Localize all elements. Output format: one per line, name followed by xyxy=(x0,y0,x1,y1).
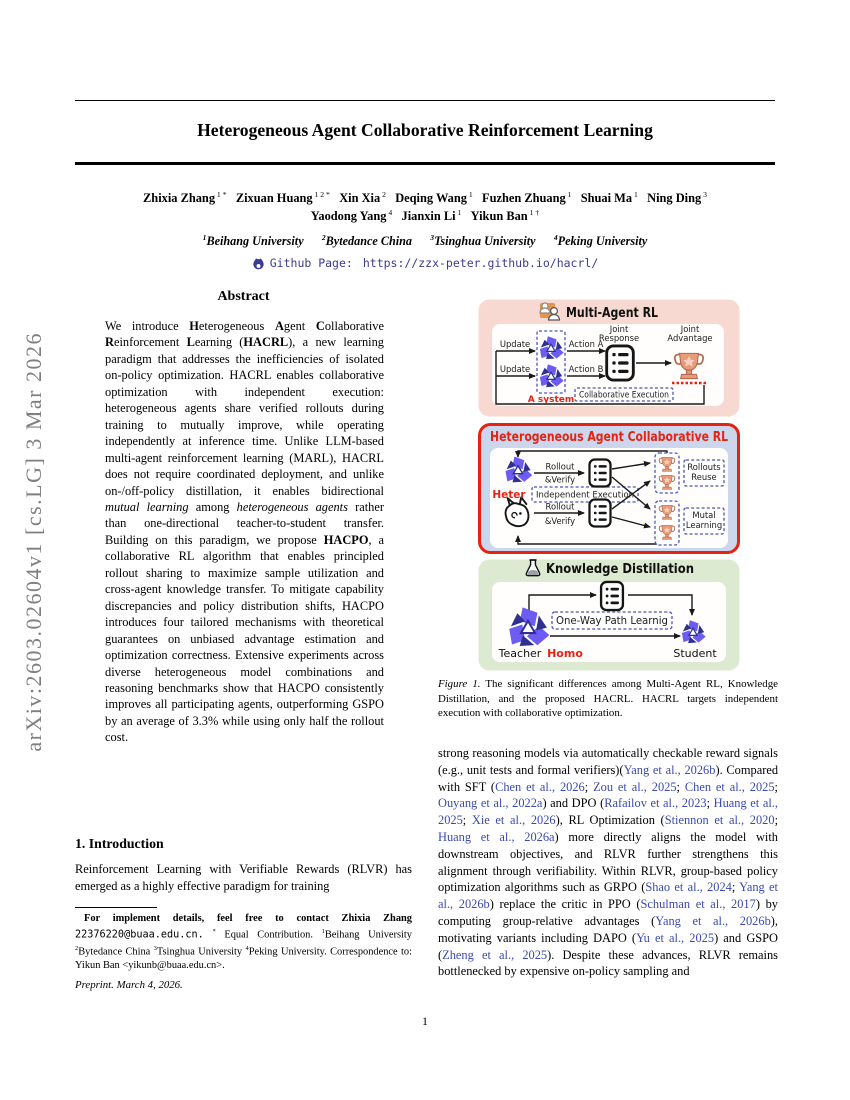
label-one-way-path: One-Way Path Learnig xyxy=(556,615,668,627)
label-heter: Heter xyxy=(492,489,526,501)
citation-link[interactable]: Chen et al., 2025 xyxy=(684,779,775,794)
label-student: Student xyxy=(673,647,717,660)
citation-link[interactable]: Shao et al., 2024 xyxy=(645,880,732,895)
label-joint-advantage: Joint xyxy=(679,324,699,334)
label-rollout-verify-2: Rollout xyxy=(545,502,575,512)
label-update-2: Update xyxy=(499,364,529,374)
github-link[interactable]: https://zzx-peter.github.io/hacrl/ xyxy=(362,256,599,270)
panel-hacrl: Heterogeneous Agent Collaborative RL Rol… xyxy=(477,423,740,554)
label-rollouts-reuse: Rollouts xyxy=(687,462,720,472)
affiliations: 1Beihang University 2Bytedance China 3Ts… xyxy=(202,233,648,249)
citation-link[interactable]: Yang et al., 2026b xyxy=(655,913,771,928)
label-teacher: Teacher xyxy=(497,647,541,660)
citation-link[interactable]: Huang et al., 2025 xyxy=(438,796,778,828)
citation-link[interactable]: Ouyang et al., 2022a xyxy=(438,796,543,811)
label-mutal-learning: Mutal xyxy=(692,510,715,520)
introduction-body: Reinforcement Learning with Verifiable R… xyxy=(75,862,412,893)
page-number: 1 xyxy=(422,1014,428,1028)
footnote: For implement details, feel free to cont… xyxy=(75,913,412,971)
citation-link[interactable]: Yang et al., 2026b xyxy=(623,762,716,777)
preprint-note: Preprint. March 4, 2026. xyxy=(75,979,183,991)
label-action-a: Action A xyxy=(568,339,603,349)
author-line-1: Zhixia Zhang 1 * Zixuan Huang 1 2 * Xin … xyxy=(143,190,707,206)
svg-text:Response: Response xyxy=(598,333,638,343)
panel2-title: Heterogeneous Agent Collaborative RL xyxy=(490,430,728,445)
arxiv-watermark: arXiv:2603.02604v1 [cs.LG] 3 Mar 2026 xyxy=(14,282,54,802)
arxiv-id: arXiv:2603.02604v1 [cs.LG] 3 Mar 2026 xyxy=(21,332,46,752)
right-column-body: strong reasoning models via automaticall… xyxy=(438,746,779,979)
figure-1-caption: Figure 1. The significant differences am… xyxy=(438,678,778,720)
rollout-list-icon xyxy=(587,458,612,488)
label-update-1: Update xyxy=(499,339,529,349)
label-action-b: Action B xyxy=(568,364,603,374)
abstract-body: We introduce Heterogeneous Agent Collabo… xyxy=(105,319,385,745)
label-rollout-verify-1: Rollout xyxy=(545,462,575,472)
label-a-system: A system xyxy=(527,395,573,405)
rollout-list-icon xyxy=(587,498,612,528)
top-rule xyxy=(75,100,775,101)
github-line: Github Page: https://zzx-peter.github.io… xyxy=(75,256,775,270)
svg-text:Learning: Learning xyxy=(685,520,721,530)
left-column: Abstract We introduce Heterogeneous Agen… xyxy=(75,289,412,746)
citation-link[interactable]: Zou et al., 2025 xyxy=(593,779,677,794)
figure-1: Multi-Agent RL Update Update A system Ac… xyxy=(440,299,777,671)
footnote-rule xyxy=(75,907,157,909)
distill-list-icon xyxy=(599,580,624,612)
abstract-heading: Abstract xyxy=(217,289,270,304)
citation-link[interactable]: Schulman et al., 2017 xyxy=(640,897,756,912)
section-heading-introduction: 1. Introduction xyxy=(75,836,164,851)
panel1-title: Multi-Agent RL xyxy=(566,306,658,321)
citation-link[interactable]: Rafailov et al., 2023 xyxy=(604,796,707,811)
panel-knowledge-distillation: Knowledge Distillation One-Way Path Lear… xyxy=(478,559,739,671)
citation-link[interactable]: Xie et al., 2026 xyxy=(471,813,556,828)
svg-text:&Verify: &Verify xyxy=(544,516,574,526)
github-icon xyxy=(253,257,264,269)
label-homo: Homo xyxy=(547,647,583,660)
label-independent-execution: Independent Execution xyxy=(536,490,634,500)
citation-link[interactable]: Zheng et al., 2025 xyxy=(442,947,548,962)
label-joint-response: Joint xyxy=(608,324,628,334)
citation-link[interactable]: Stiennon et al., 2020 xyxy=(664,813,775,828)
svg-text:&Verify: &Verify xyxy=(544,475,574,485)
panel3-title: Knowledge Distillation xyxy=(546,562,694,577)
github-label: Github Page: xyxy=(269,256,353,270)
label-collaborative-execution: Collaborative Execution xyxy=(579,390,669,400)
author-line-2: Yaodong Yang 4 Jianxin Li 1 Yikun Ban 1 … xyxy=(310,208,540,224)
citation-link[interactable]: Yu et al., 2025 xyxy=(636,930,715,945)
svg-text:Reuse: Reuse xyxy=(691,472,716,482)
title-rule xyxy=(75,162,775,165)
paper-title: Heterogeneous Agent Collaborative Reinfo… xyxy=(197,120,653,140)
citation-link[interactable]: Huang et al., 2026a xyxy=(438,829,555,844)
panel-multi-agent-rl: Multi-Agent RL Update Update A system Ac… xyxy=(478,299,739,417)
citation-link[interactable]: Chen et al., 2026 xyxy=(495,779,585,794)
citation-link[interactable]: Yang et al., 2026b xyxy=(438,880,778,912)
svg-text:Advantage: Advantage xyxy=(667,333,712,343)
joint-response-list-icon xyxy=(604,344,635,382)
